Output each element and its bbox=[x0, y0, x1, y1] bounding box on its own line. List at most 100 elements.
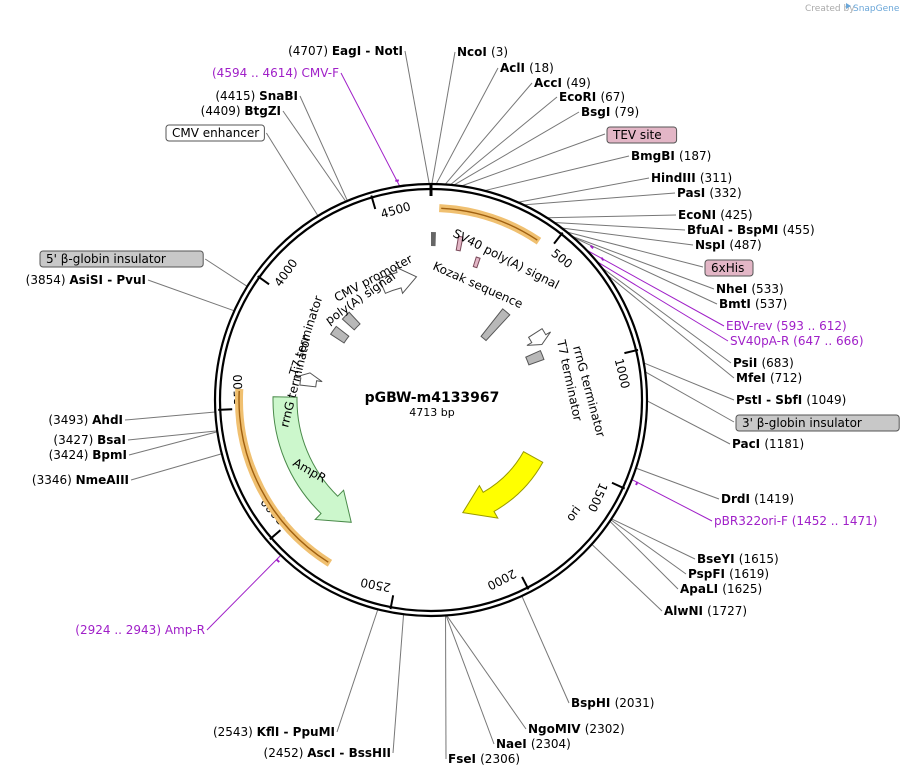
site-label-ahdi-left-6[interactable]: (3493) AhdI bbox=[48, 413, 123, 427]
site-label-acci-right-2[interactable]: AccI (49) bbox=[534, 76, 591, 90]
feature-rrng-terminator-5[interactable] bbox=[295, 372, 323, 388]
site-label-acli-right-1[interactable]: AclI (18) bbox=[500, 61, 554, 75]
feature-t7-terminator-4[interactable] bbox=[329, 325, 350, 344]
site-label-kfli-ppumi-left-0[interactable]: (2543) KflI - PpuMI bbox=[213, 725, 335, 739]
enzyme-name: EagI - NotI bbox=[332, 44, 403, 58]
site-line-right-9 bbox=[546, 214, 677, 219]
tick-3000 bbox=[269, 529, 282, 541]
cut-position: (2304) bbox=[531, 737, 571, 751]
site-label-pasi-right-8[interactable]: PasI (332) bbox=[677, 186, 742, 200]
tick-label-1500: 1500 bbox=[585, 481, 610, 515]
site-label-btgzi-left-10[interactable]: (4409) BtgZI bbox=[201, 104, 281, 118]
credit-prefix: Created by bbox=[805, 4, 855, 14]
site-line-right-30 bbox=[445, 615, 495, 745]
site-label-nspi-right-11[interactable]: NspI (487) bbox=[695, 238, 762, 252]
site-line-right-21 bbox=[646, 400, 731, 445]
cut-position: (49) bbox=[566, 76, 591, 90]
feature-rrng-terminator-8[interactable] bbox=[526, 327, 551, 346]
site-line-right-7 bbox=[517, 177, 650, 203]
primer-label-amp-r-left-2[interactable]: (2924 .. 2943) Amp-R bbox=[75, 623, 205, 637]
site-label-bmti-right-14[interactable]: BmtI (537) bbox=[719, 297, 787, 311]
primer-label-sv40pa-r-right-16[interactable]: SV40pA-R (647 .. 666) bbox=[730, 334, 864, 348]
feature-box-label-6xhis-right-12: 6xHis bbox=[711, 261, 744, 275]
site-line-left-11 bbox=[299, 95, 348, 202]
feature-cmv-promoter-0[interactable] bbox=[378, 266, 418, 295]
site-line-right-15 bbox=[586, 249, 725, 327]
site-line-right-8 bbox=[523, 192, 676, 206]
feature-poly-a-signal-3[interactable] bbox=[341, 311, 361, 331]
feature-box-label-tev-site-right-5: TEV site bbox=[612, 128, 662, 142]
site-label-pspfi-right-25[interactable]: PspFI (1619) bbox=[688, 567, 769, 581]
tick-500 bbox=[553, 231, 564, 245]
cut-position: (332) bbox=[709, 186, 741, 200]
site-line-right-10 bbox=[554, 222, 686, 231]
site-label-bmgbi-right-6[interactable]: BmgBI (187) bbox=[631, 149, 711, 163]
site-label-fsei-right-31[interactable]: FseI (2306) bbox=[448, 752, 520, 766]
cut-position: (2031) bbox=[615, 696, 655, 710]
enzyme-name: BseYI bbox=[697, 552, 739, 566]
site-label-psii-right-17[interactable]: PsiI (683) bbox=[733, 356, 794, 370]
site-label-ecori-right-3[interactable]: EcoRI (67) bbox=[559, 90, 625, 104]
enzyme-name: AhdI bbox=[92, 413, 123, 427]
cut-position: (187) bbox=[679, 149, 711, 163]
feature-box-3-globin-insulator-right-20[interactable] bbox=[735, 414, 900, 432]
tick-label-2000: 2000 bbox=[485, 566, 519, 592]
cut-position: (487) bbox=[729, 238, 761, 252]
site-line-right-1 bbox=[435, 67, 499, 185]
feature-t7-terminator-9[interactable] bbox=[525, 349, 545, 366]
feature-ampr-6[interactable] bbox=[272, 396, 352, 523]
site-label-eagi-noti-left-13[interactable]: (4707) EagI - NotI bbox=[288, 44, 403, 58]
site-label-nhei-right-13[interactable]: NheI (533) bbox=[716, 282, 784, 296]
tick-2500 bbox=[389, 595, 395, 610]
site-label-asci-bsshii-left-1[interactable]: (2452) AscI - BssHII bbox=[264, 746, 391, 760]
site-labels: NcoI (3) AclI (18)AccI (49)EcoRI (67)BsgI… bbox=[26, 44, 900, 766]
site-label-econi-right-9[interactable]: EcoNI (425) bbox=[678, 208, 753, 222]
primer-label-pbr322ori-f-right-23[interactable]: pBR322ori-F (1452 .. 1471) bbox=[714, 514, 877, 528]
feature-box-5-globin-insulator-left-8[interactable] bbox=[39, 250, 204, 268]
site-label-drdi-right-22[interactable]: DrdI (1419) bbox=[721, 492, 794, 506]
enzyme-name: NaeI bbox=[496, 737, 531, 751]
site-line-right-24 bbox=[611, 518, 696, 560]
site-label-nmeaiii-left-3[interactable]: (3346) NmeAIII bbox=[32, 473, 129, 487]
feature-box-cmv-enhancer-left-9[interactable] bbox=[165, 124, 265, 142]
site-label-apali-right-26[interactable]: ApaLI (1625) bbox=[680, 582, 762, 596]
site-label-alwni-right-27[interactable]: AlwNI (1727) bbox=[664, 604, 747, 618]
site-label-bsgi-right-4[interactable]: BsgI (79) bbox=[581, 105, 639, 119]
feature-box-label-3-globin-insulator-right-20: 3' β-globin insulator bbox=[742, 416, 862, 430]
site-label-ncoi-right-0[interactable]: NcoI (3) bbox=[457, 45, 508, 59]
site-line-left-10 bbox=[282, 110, 347, 202]
site-label-bfuai-bspmi-right-10[interactable]: BfuAI - BspMI (455) bbox=[687, 223, 815, 237]
primer-name: EBV-rev bbox=[726, 319, 776, 333]
site-line-right-11 bbox=[561, 227, 694, 246]
site-label-naei-right-30[interactable]: NaeI (2304) bbox=[496, 737, 571, 751]
site-label-snabi-left-11[interactable]: (4415) SnaBI bbox=[215, 89, 298, 103]
site-label-bsai-left-5[interactable]: (3427) BsaI bbox=[53, 433, 126, 447]
site-label-psti-sbfi-right-19[interactable]: PstI - SbfI (1049) bbox=[736, 393, 846, 407]
site-line-right-0 bbox=[431, 51, 456, 185]
primer-label-cmv-f-left-12[interactable]: (4594 .. 4614) CMV-F bbox=[212, 66, 339, 80]
site-label-bseyi-right-24[interactable]: BseYI (1615) bbox=[697, 552, 779, 566]
primer-name: Amp-R bbox=[165, 623, 205, 637]
primer-label-ebv-rev-right-15[interactable]: EBV-rev (593 .. 612) bbox=[726, 319, 847, 333]
feature-ori-7[interactable] bbox=[461, 450, 544, 519]
site-label-asisi-pvui-left-7[interactable]: (3854) AsiSI - PvuI bbox=[26, 273, 146, 287]
enzyme-name: PspFI bbox=[688, 567, 729, 581]
site-line-right-28 bbox=[521, 595, 570, 704]
site-label-paci-right-21[interactable]: PacI (1181) bbox=[732, 437, 804, 451]
site-line-left-8 bbox=[204, 258, 248, 287]
site-label-ngomiv-right-29[interactable]: NgoMIV (2302) bbox=[528, 722, 625, 736]
primer-name: CMV-F bbox=[302, 66, 340, 80]
enzyme-name: AlwNI bbox=[664, 604, 707, 618]
enzyme-name: NspI bbox=[695, 238, 729, 252]
site-label-bsphi-right-28[interactable]: BspHI (2031) bbox=[571, 696, 654, 710]
feature-kozak-sequence-2[interactable] bbox=[431, 232, 436, 247]
site-lines bbox=[124, 50, 735, 760]
feature-box-6xhis-right-12[interactable] bbox=[704, 259, 754, 277]
site-label-hindiii-right-7[interactable]: HindIII (311) bbox=[651, 171, 732, 185]
tick-1500 bbox=[611, 481, 626, 490]
feature-box-tev-site-right-5[interactable] bbox=[606, 126, 678, 144]
tick-label-1000: 1000 bbox=[612, 357, 633, 390]
primer-mark-right-15 bbox=[589, 245, 594, 250]
site-label-mfei-right-18[interactable]: MfeI (712) bbox=[736, 371, 802, 385]
site-label-bpmi-left-4[interactable]: (3424) BpmI bbox=[49, 448, 127, 462]
